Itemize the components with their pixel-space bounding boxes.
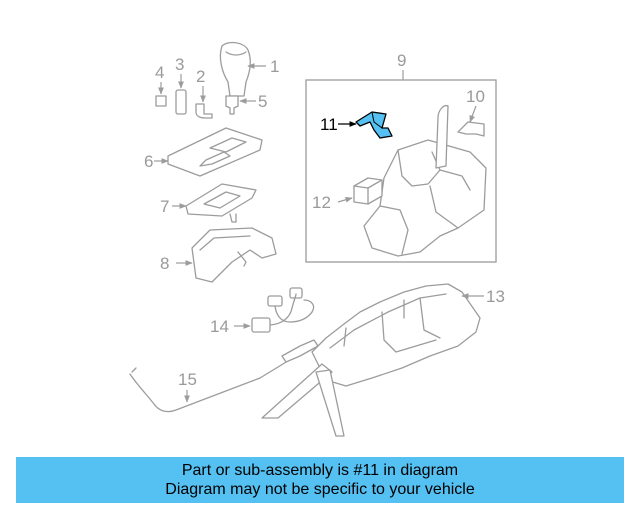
banner-line-1: Part or sub-assembly is #11 in diagram	[181, 462, 459, 479]
label-13: 13	[486, 287, 505, 306]
banner-line-2: Diagram may not be specific to your vehi…	[165, 481, 475, 498]
assembly-9-box: 9	[305, 51, 497, 263]
part-10-bracket: 10	[457, 87, 485, 137]
part-2: 2	[195, 67, 213, 119]
part-3: 3	[175, 55, 187, 115]
part-1-shift-knob: 1	[219, 41, 279, 97]
label-12: 12	[312, 193, 331, 212]
label-8: 8	[160, 254, 169, 273]
label-4: 4	[155, 63, 164, 82]
label-5: 5	[258, 92, 267, 111]
part-13-console-base: 13	[311, 283, 505, 387]
part-8-housing: 8	[160, 227, 277, 283]
label-9: 9	[397, 51, 406, 70]
console-support-bracket	[261, 363, 345, 437]
label-7: 7	[160, 197, 169, 216]
part-14-wiring-harness: 14	[210, 287, 315, 336]
part-15-shift-cable: 15	[129, 339, 319, 413]
label-1: 1	[270, 57, 279, 76]
part-7-plate: 7	[160, 183, 257, 223]
label-15: 15	[178, 370, 197, 389]
label-6: 6	[144, 152, 153, 171]
label-2: 2	[196, 67, 205, 86]
part-12-switch: 12	[312, 177, 383, 212]
shifter-assembly	[363, 104, 487, 257]
part-4: 4	[155, 63, 167, 107]
part-11-bracket-highlighted: 11	[320, 111, 393, 139]
part-6-indicator-panel: 6	[144, 127, 263, 177]
label-10: 10	[466, 87, 485, 106]
label-3: 3	[175, 55, 184, 74]
info-banner: Part or sub-assembly is #11 in diagram D…	[16, 457, 624, 503]
part-5-button: 5	[225, 92, 267, 115]
label-14: 14	[210, 317, 229, 336]
label-11: 11	[320, 115, 338, 134]
